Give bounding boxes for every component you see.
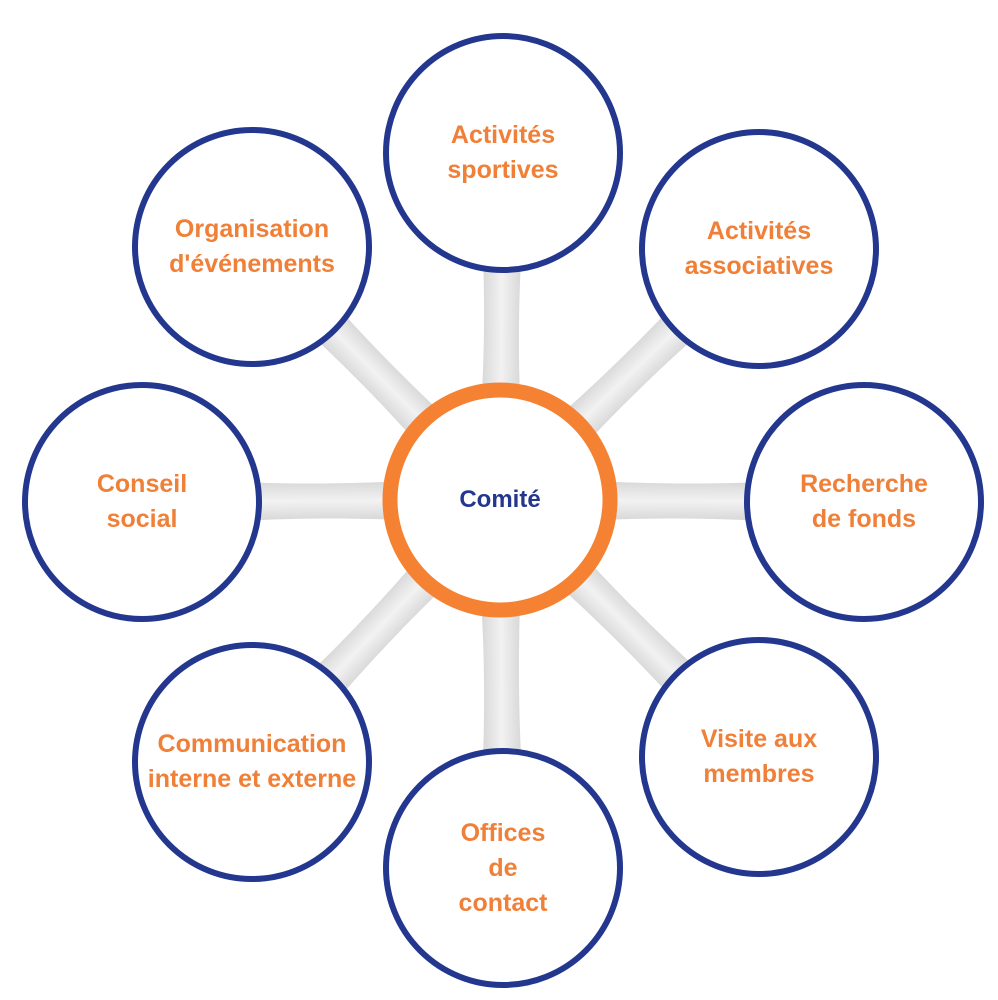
node-label-line: Offices bbox=[460, 818, 546, 847]
node-label-line: sportives bbox=[447, 156, 559, 184]
node-label-line: Communication bbox=[157, 730, 347, 758]
node-label-line: de bbox=[488, 853, 518, 882]
node-label-line: Activités bbox=[450, 121, 556, 149]
node-label-line: interne et externe bbox=[147, 765, 357, 793]
node-label-activites-associatives: Activités associatives bbox=[649, 139, 869, 359]
node-circle-organisation-evenements bbox=[132, 127, 372, 367]
center-circle bbox=[382, 382, 618, 618]
node-label-visite-aux-membres: Visite aux membres bbox=[649, 647, 869, 867]
node-label-line: associatives bbox=[684, 252, 834, 280]
node-label-line: Activités bbox=[706, 217, 812, 245]
node-circle-communication bbox=[132, 642, 372, 882]
node-label-activites-sportives: Activités sportives bbox=[393, 43, 613, 263]
node-label-conseil-social: Conseil social bbox=[32, 392, 252, 612]
node-circle-visite-aux-membres bbox=[639, 637, 879, 877]
node-label-line: de fonds bbox=[811, 505, 917, 533]
node-circle-recherche-de-fonds bbox=[744, 382, 984, 622]
node-label-line: Conseil bbox=[96, 470, 188, 498]
node-label-line: Visite aux bbox=[700, 725, 818, 753]
node-circle-activites-sportives bbox=[383, 33, 623, 273]
node-label-line: membres bbox=[703, 760, 815, 788]
node-label-recherche-de-fonds: Recherche de fonds bbox=[754, 392, 974, 612]
node-circle-conseil-social bbox=[22, 382, 262, 622]
node-label-communication: Communication interne et externe bbox=[142, 652, 362, 872]
node-label-offices-de-contact: Offices de contact bbox=[393, 758, 613, 978]
node-label-line: Recherche bbox=[800, 470, 928, 498]
center-label: Comité bbox=[459, 486, 541, 513]
node-circle-offices-de-contact bbox=[383, 748, 623, 988]
node-label-line: Organisation bbox=[174, 215, 330, 243]
node-label-line: d'événements bbox=[169, 250, 335, 278]
node-label-line: contact bbox=[458, 888, 548, 917]
node-circle-activites-associatives bbox=[639, 129, 879, 369]
node-label-line: social bbox=[106, 505, 178, 533]
node-label-organisation-evenements: Organisation d'événements bbox=[142, 137, 362, 357]
